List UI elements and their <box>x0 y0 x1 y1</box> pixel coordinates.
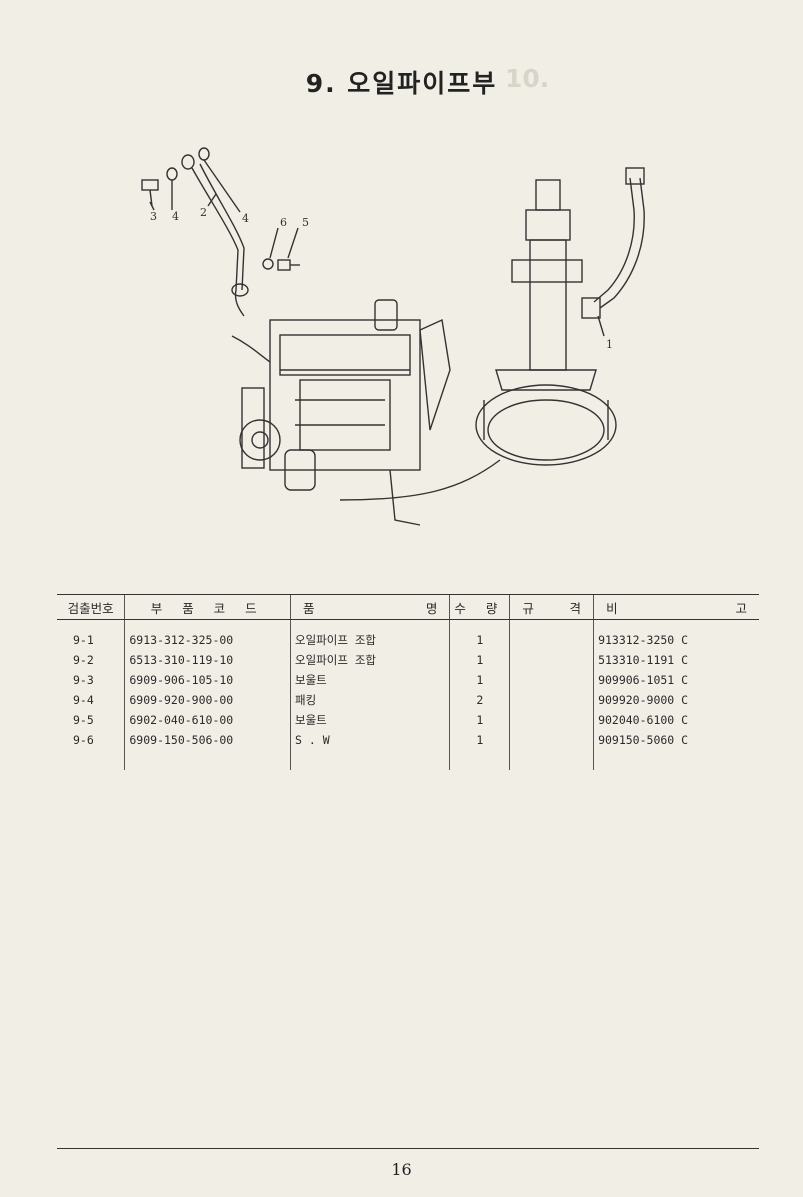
spec-cell <box>509 730 594 750</box>
callout-label: 6 <box>280 216 287 229</box>
page-title: 9. 오일파이프부 <box>305 69 498 98</box>
table-row: 9-5 6902-040-610-00 보울트 1 902040-6100 C <box>57 710 759 730</box>
table-row: 9-6 6909-150-506-00 S . W 1 909150-5060 … <box>57 730 759 750</box>
qty-cell: 2 <box>449 690 510 710</box>
bleed-through-text: 10. <box>505 64 550 93</box>
code-cell: 6513-310-119-10 <box>124 650 291 670</box>
code-cell: 6902-040-610-00 <box>124 710 291 730</box>
spec-cell <box>509 710 594 730</box>
table-row: 9-4 6909-920-900-00 패킹 2 909920-9000 C <box>57 690 759 710</box>
header-code: 부 품 코 드 <box>124 594 291 620</box>
header-remark: 비 고 <box>593 594 759 620</box>
engine-oil-pipe-illustration: 3 4 2 4 6 5 1 <box>141 147 645 526</box>
header-qty: 수 량 <box>449 594 510 620</box>
header-name-right: 명 <box>425 600 438 616</box>
remark-cell: 913312-3250 C <box>593 619 759 650</box>
remark-cell: 909920-9000 C <box>593 690 759 710</box>
code-cell: 6909-920-900-00 <box>124 690 291 710</box>
oil-pipe-part-2 <box>191 167 245 317</box>
spec-cell <box>509 670 594 690</box>
header-spec: 규 격 <box>509 594 594 620</box>
header-spec-right: 격 <box>569 600 582 616</box>
name-cell: 보울트 <box>289 710 450 730</box>
seq-cell: 9-2 <box>73 653 94 667</box>
name-cell: 오일파이프 조합 <box>289 619 450 650</box>
table-row: 9-2 6513-310-119-10 오일파이프 조합 1 513310-11… <box>57 650 759 670</box>
header-spec-left: 규 <box>522 600 534 616</box>
seq-cell: 9-4 <box>73 693 94 707</box>
table-header-row: 검출번호 부 품 코 드 품 명 수 량 규 격 비 고 <box>57 594 759 620</box>
remark-cell: 909906-1051 C <box>593 670 759 690</box>
qty-cell: 1 <box>449 619 510 650</box>
qty-cell: 1 <box>449 670 510 690</box>
name-cell: 보울트 <box>289 670 450 690</box>
spec-cell <box>509 650 594 670</box>
callout-label: 4 <box>172 210 179 223</box>
seq-cell: 9-5 <box>73 713 94 727</box>
remark-cell: 902040-6100 C <box>593 710 759 730</box>
washer-part-4a <box>166 167 178 181</box>
header-name-left: 품 <box>303 600 315 616</box>
callout-label: 5 <box>302 216 309 229</box>
callout-label: 2 <box>200 206 207 219</box>
remark-cell: 513310-1191 C <box>593 650 759 670</box>
table-row: 9-1 6913-312-325-00 오일파이프 조합 1 913312-32… <box>57 619 759 650</box>
name-cell: 오일파이프 조합 <box>289 650 450 670</box>
name-cell: 패킹 <box>289 690 450 710</box>
header-seq: 검출번호 <box>57 594 125 620</box>
callout-label: 4 <box>242 212 249 225</box>
header-remark-right: 고 <box>735 600 747 616</box>
code-cell: 6909-150-506-00 <box>124 730 291 750</box>
seq-cell: 9-3 <box>73 673 94 687</box>
washer-part-4b <box>181 154 195 170</box>
bolt-part-3 <box>141 179 159 207</box>
washer-part-4c <box>198 147 210 161</box>
header-name: 품 명 <box>289 594 450 620</box>
qty-cell: 1 <box>449 650 510 670</box>
page-number: 16 <box>391 1160 412 1179</box>
code-cell: 6913-312-325-00 <box>124 619 291 650</box>
parts-table: 검출번호 부 품 코 드 품 명 수 량 규 격 비 고 <box>57 594 759 770</box>
washer-part-6 <box>262 258 274 270</box>
code-cell: 6909-906-105-10 <box>124 670 291 690</box>
qty-cell: 1 <box>449 730 510 750</box>
spec-cell <box>509 619 594 650</box>
oil-pump-assembly <box>475 167 645 466</box>
spec-cell <box>509 690 594 710</box>
table-empty-space <box>57 750 759 770</box>
seq-cell: 9-1 <box>73 633 94 647</box>
header-remark-left: 비 <box>606 600 618 616</box>
remark-cell: 909150-5060 C <box>593 730 759 750</box>
callout-label: 3 <box>150 210 157 223</box>
table-bottom-rule <box>57 1148 759 1149</box>
oil-pipe-part-1 <box>593 177 635 303</box>
name-cell: S . W <box>289 730 450 750</box>
engine-block <box>239 299 451 526</box>
callout-label: 1 <box>606 338 613 351</box>
seq-cell: 9-6 <box>73 733 94 747</box>
bolt-part-5 <box>277 259 300 271</box>
table-row: 9-3 6909-906-105-10 보울트 1 909906-1051 C <box>57 670 759 690</box>
qty-cell: 1 <box>449 710 510 730</box>
